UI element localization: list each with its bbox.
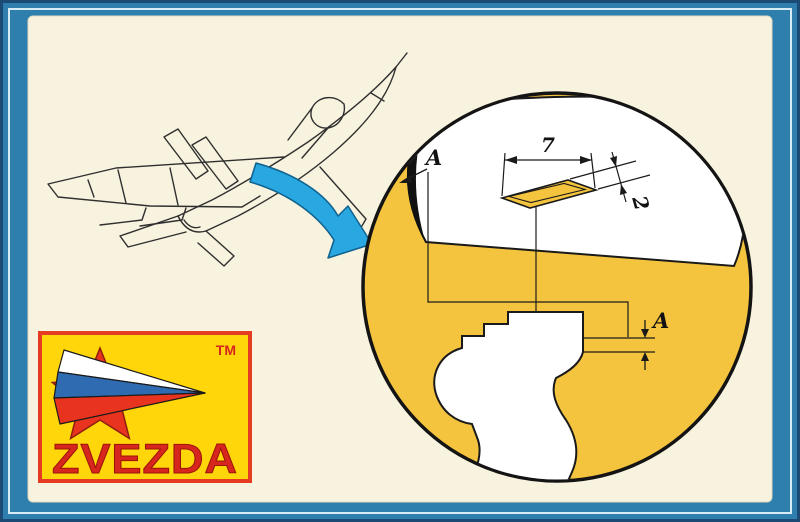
section-a-right-arrows: [641, 329, 649, 361]
stripe-red: [53, 392, 206, 425]
left-wing-outline: [47, 156, 285, 208]
tail-fin-near: [191, 136, 239, 190]
nose-probe-line: [395, 52, 408, 68]
spine-line-1: [287, 107, 313, 141]
canopy-frame-arc: [406, 104, 430, 244]
dim-7-label: 7: [541, 133, 555, 157]
section-label-a-left: A: [424, 145, 442, 170]
stabilizer-right: [197, 230, 235, 267]
nozzle-line-2: [183, 219, 201, 229]
spine-line-2: [301, 127, 329, 159]
nozzle-line-1: [177, 215, 207, 233]
dimension-2: [569, 151, 651, 203]
frame-inner-line: [8, 8, 792, 514]
dim-2-label: 2: [627, 192, 654, 213]
fuselage-left-line: [177, 66, 397, 217]
fuselage-right-line: [205, 66, 397, 232]
callout-arrow-icon: [249, 162, 373, 259]
wing-panel-line-3: [87, 179, 95, 198]
tail-fin-far: [163, 128, 209, 180]
trademark-label: TM: [216, 342, 236, 358]
aircraft-line-art: [47, 52, 408, 267]
section-label-a-right: A: [651, 308, 669, 333]
logo-stripes-icon: [53, 349, 206, 425]
dimension-7: [501, 152, 596, 197]
canopy-outline: [310, 97, 346, 129]
flange-lines: [583, 320, 655, 370]
leader-lines: [427, 172, 629, 337]
zvezda-logo: TM ZVEZDA: [38, 331, 252, 483]
detail-callout: 7 2 A: [361, 91, 753, 483]
brand-name: ZVEZDA: [52, 435, 238, 482]
stabilizer-left: [119, 215, 187, 248]
slot-inner-rim: [508, 182, 588, 204]
wing-panel-line-2: [169, 167, 179, 206]
nose-ring-line: [370, 92, 385, 102]
missile-line-1: [99, 207, 147, 226]
section-a-left-arrow: [399, 168, 428, 183]
wing-panel-line-1: [117, 169, 127, 204]
